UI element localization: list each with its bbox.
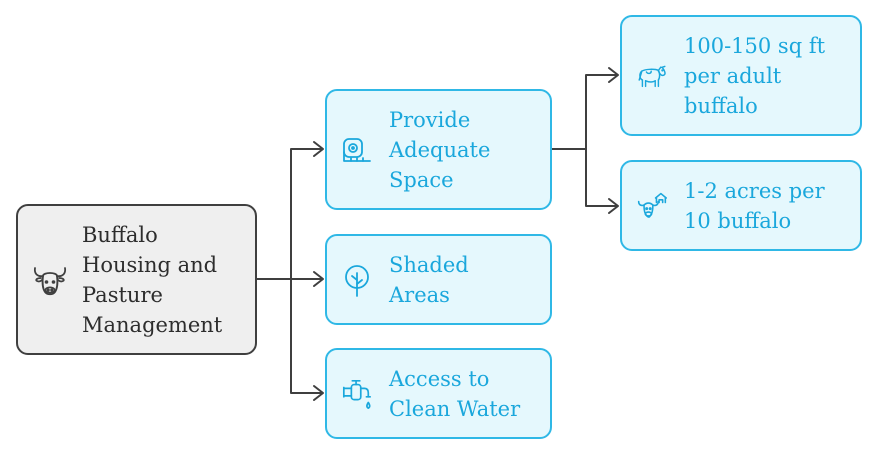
node-label: 100-150 sq ft per adult buffalo <box>684 31 825 121</box>
node-label-line: per adult <box>684 63 782 88</box>
connector-root-to-space <box>256 148 323 280</box>
node-provide-adequate-space: Provide Adequate Space <box>325 89 552 210</box>
node-access-clean-water: Access to Clean Water <box>325 348 552 439</box>
node-label: Access to Clean Water <box>389 364 520 424</box>
connector-space-to-acres <box>585 148 618 207</box>
tree-icon <box>341 263 373 297</box>
root-node-buffalo-housing: Buffalo Housing and Pasture Management <box>16 204 257 355</box>
root-label: Buffalo Housing and Pasture Management <box>82 220 222 340</box>
water-tap-icon <box>341 376 373 412</box>
connector-root-to-water <box>290 278 323 394</box>
node-label-line: Adequate <box>389 137 491 162</box>
node-label-line: 10 buffalo <box>684 208 792 233</box>
root-label-line: Housing and <box>82 252 218 277</box>
root-label-line: Buffalo <box>82 222 158 247</box>
node-shaded-areas: Shaded Areas <box>325 234 552 325</box>
node-label-line: Clean Water <box>389 396 521 421</box>
arrowhead-water <box>313 385 324 401</box>
arrowhead-sqft <box>608 67 619 83</box>
node-label-line: Access to <box>389 366 490 391</box>
node-label: Shaded Areas <box>389 250 469 310</box>
node-pasture-per-buffalo: 1-2 acres per 10 buffalo <box>620 160 862 251</box>
root-label-line: Pasture <box>82 282 163 307</box>
node-label: Provide Adequate Space <box>389 105 490 195</box>
arrowhead-shade <box>313 271 324 287</box>
buffalo-head-icon <box>32 263 68 297</box>
node-label-line: 100-150 sq ft <box>684 33 826 58</box>
node-label: 1-2 acres per 10 buffalo <box>684 176 825 236</box>
measuring-tape-icon <box>341 134 373 166</box>
node-label-line: Shaded <box>389 252 469 277</box>
node-label-line: 1-2 acres per <box>684 178 825 203</box>
node-label-line: Space <box>389 167 454 192</box>
arrowhead-space <box>313 141 324 157</box>
arrowhead-acres <box>608 198 619 214</box>
node-label-line: Areas <box>389 282 450 307</box>
connector-space-to-sqft <box>550 74 618 150</box>
cow-barn-icon <box>636 190 668 222</box>
cow-icon <box>636 61 668 91</box>
node-space-per-buffalo: 100-150 sq ft per adult buffalo <box>620 15 862 136</box>
root-label-line: Management <box>82 312 223 337</box>
node-label-line: buffalo <box>684 93 758 118</box>
node-label-line: Provide <box>389 107 471 132</box>
